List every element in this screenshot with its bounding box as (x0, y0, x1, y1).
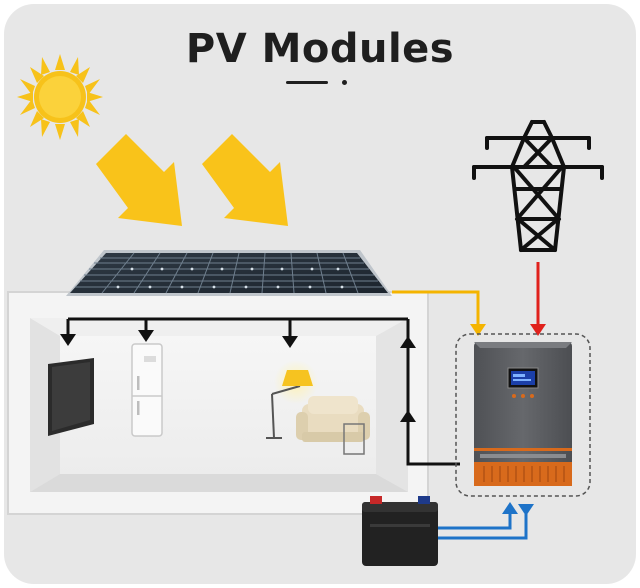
system-diagram (7, 54, 604, 566)
sunlight-arrow-right (202, 134, 288, 226)
sunlight-arrow-left (96, 134, 182, 226)
floor-lamp-icon (266, 360, 318, 439)
battery-charge-arrow (502, 502, 518, 514)
title-underline (286, 81, 328, 84)
inverter-highlight-box (455, 333, 591, 497)
arrow-up-1 (400, 336, 416, 348)
hybrid-inverter-icon (474, 342, 572, 486)
diagram-title: PV Modules (185, 26, 455, 72)
sun-icon (17, 54, 103, 140)
battery-wires (438, 514, 528, 540)
title-dot (342, 80, 347, 85)
battery-discharge-arrow (518, 504, 534, 516)
arrow-to-tv (60, 334, 76, 346)
battery-icon (362, 496, 438, 566)
arrow-up-2 (400, 410, 416, 422)
fridge-icon (131, 343, 163, 437)
pv-wire (392, 290, 486, 336)
grid-wire (530, 262, 546, 336)
diagram-card: PV Modules (4, 4, 636, 584)
solar-panel-icon (66, 250, 392, 296)
tv-icon (48, 358, 94, 436)
arrow-to-lamp (282, 336, 298, 348)
load-wiring (66, 317, 460, 466)
sofa-icon (296, 396, 370, 455)
transmission-tower-icon (472, 120, 604, 252)
arrow-to-fridge (138, 330, 154, 342)
